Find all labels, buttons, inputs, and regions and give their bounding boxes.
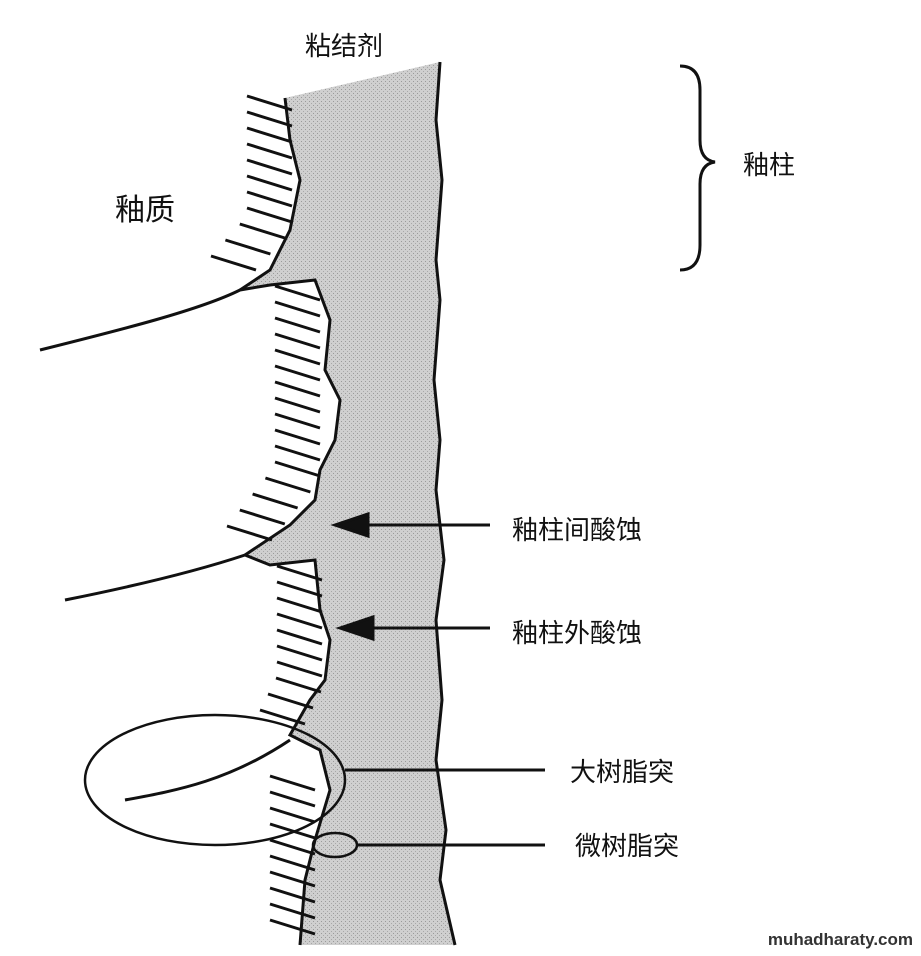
hatch-line xyxy=(224,238,271,256)
hatch-line xyxy=(274,412,321,430)
hatch-line xyxy=(246,94,293,112)
hatch-line xyxy=(269,838,316,856)
enamel-prisms xyxy=(39,97,342,946)
hatch-line xyxy=(274,396,321,414)
label-micro-resin-tag: 微树脂突 xyxy=(575,832,680,862)
hatch-line xyxy=(226,524,273,542)
hatch-line xyxy=(269,774,316,792)
hatch-line xyxy=(276,660,323,678)
adhesive-layer xyxy=(240,62,455,945)
hatch-line xyxy=(246,158,293,176)
hatch-line xyxy=(276,580,323,598)
label-extraprismatic-etching: 釉柱外酸蚀 xyxy=(512,619,643,649)
hatch-line xyxy=(274,316,321,334)
prism-hatching xyxy=(210,94,323,936)
macro-tag-circle xyxy=(83,713,347,847)
hatch-line xyxy=(259,708,306,726)
hatch-line xyxy=(252,492,299,510)
hatch-line xyxy=(275,676,322,694)
hatch-line xyxy=(269,902,316,920)
hatch-line xyxy=(276,644,323,662)
hatch-line xyxy=(269,854,316,872)
label-macro-resin-tag: 大树脂突 xyxy=(570,758,675,788)
hatch-line xyxy=(239,222,286,240)
label-adhesive: 粘结剂 xyxy=(305,32,384,62)
hatch-line xyxy=(269,886,316,904)
brace-icon xyxy=(679,64,716,272)
watermark: muhadharaty.com xyxy=(767,930,913,949)
hatch-line xyxy=(246,110,293,128)
hatch-line xyxy=(246,142,293,160)
hatch-line xyxy=(276,612,323,630)
hatch-line xyxy=(274,284,321,302)
arrows xyxy=(330,511,545,847)
hatch-line xyxy=(267,692,314,710)
hatch-line xyxy=(269,790,316,808)
label-enamel-prism: 釉柱 xyxy=(743,151,796,181)
hatch-line xyxy=(269,918,316,936)
hatch-line xyxy=(276,628,323,646)
adhesive-right-edge xyxy=(432,61,457,946)
hatch-line xyxy=(246,190,293,208)
hatch-line xyxy=(276,564,323,582)
hatch-line xyxy=(246,126,293,144)
hatch-line xyxy=(274,460,321,478)
hatch-line xyxy=(269,806,316,824)
hatch-line xyxy=(269,870,316,888)
hatch-line xyxy=(246,206,293,224)
hatch-line xyxy=(274,380,321,398)
hatch-line xyxy=(274,364,321,382)
hatch-line xyxy=(274,444,321,462)
hatch-line xyxy=(276,596,323,614)
hatch-line xyxy=(274,332,321,350)
hatch-line xyxy=(274,428,321,446)
hatch-line xyxy=(210,254,257,272)
hatch-line xyxy=(264,476,311,494)
label-enamel: 釉质 xyxy=(115,193,175,228)
hatch-line xyxy=(246,174,293,192)
hatch-line xyxy=(239,508,286,526)
label-interprismatic-etching: 釉柱间酸蚀 xyxy=(512,516,643,546)
hatch-line xyxy=(274,348,321,366)
hatch-line xyxy=(274,300,321,318)
